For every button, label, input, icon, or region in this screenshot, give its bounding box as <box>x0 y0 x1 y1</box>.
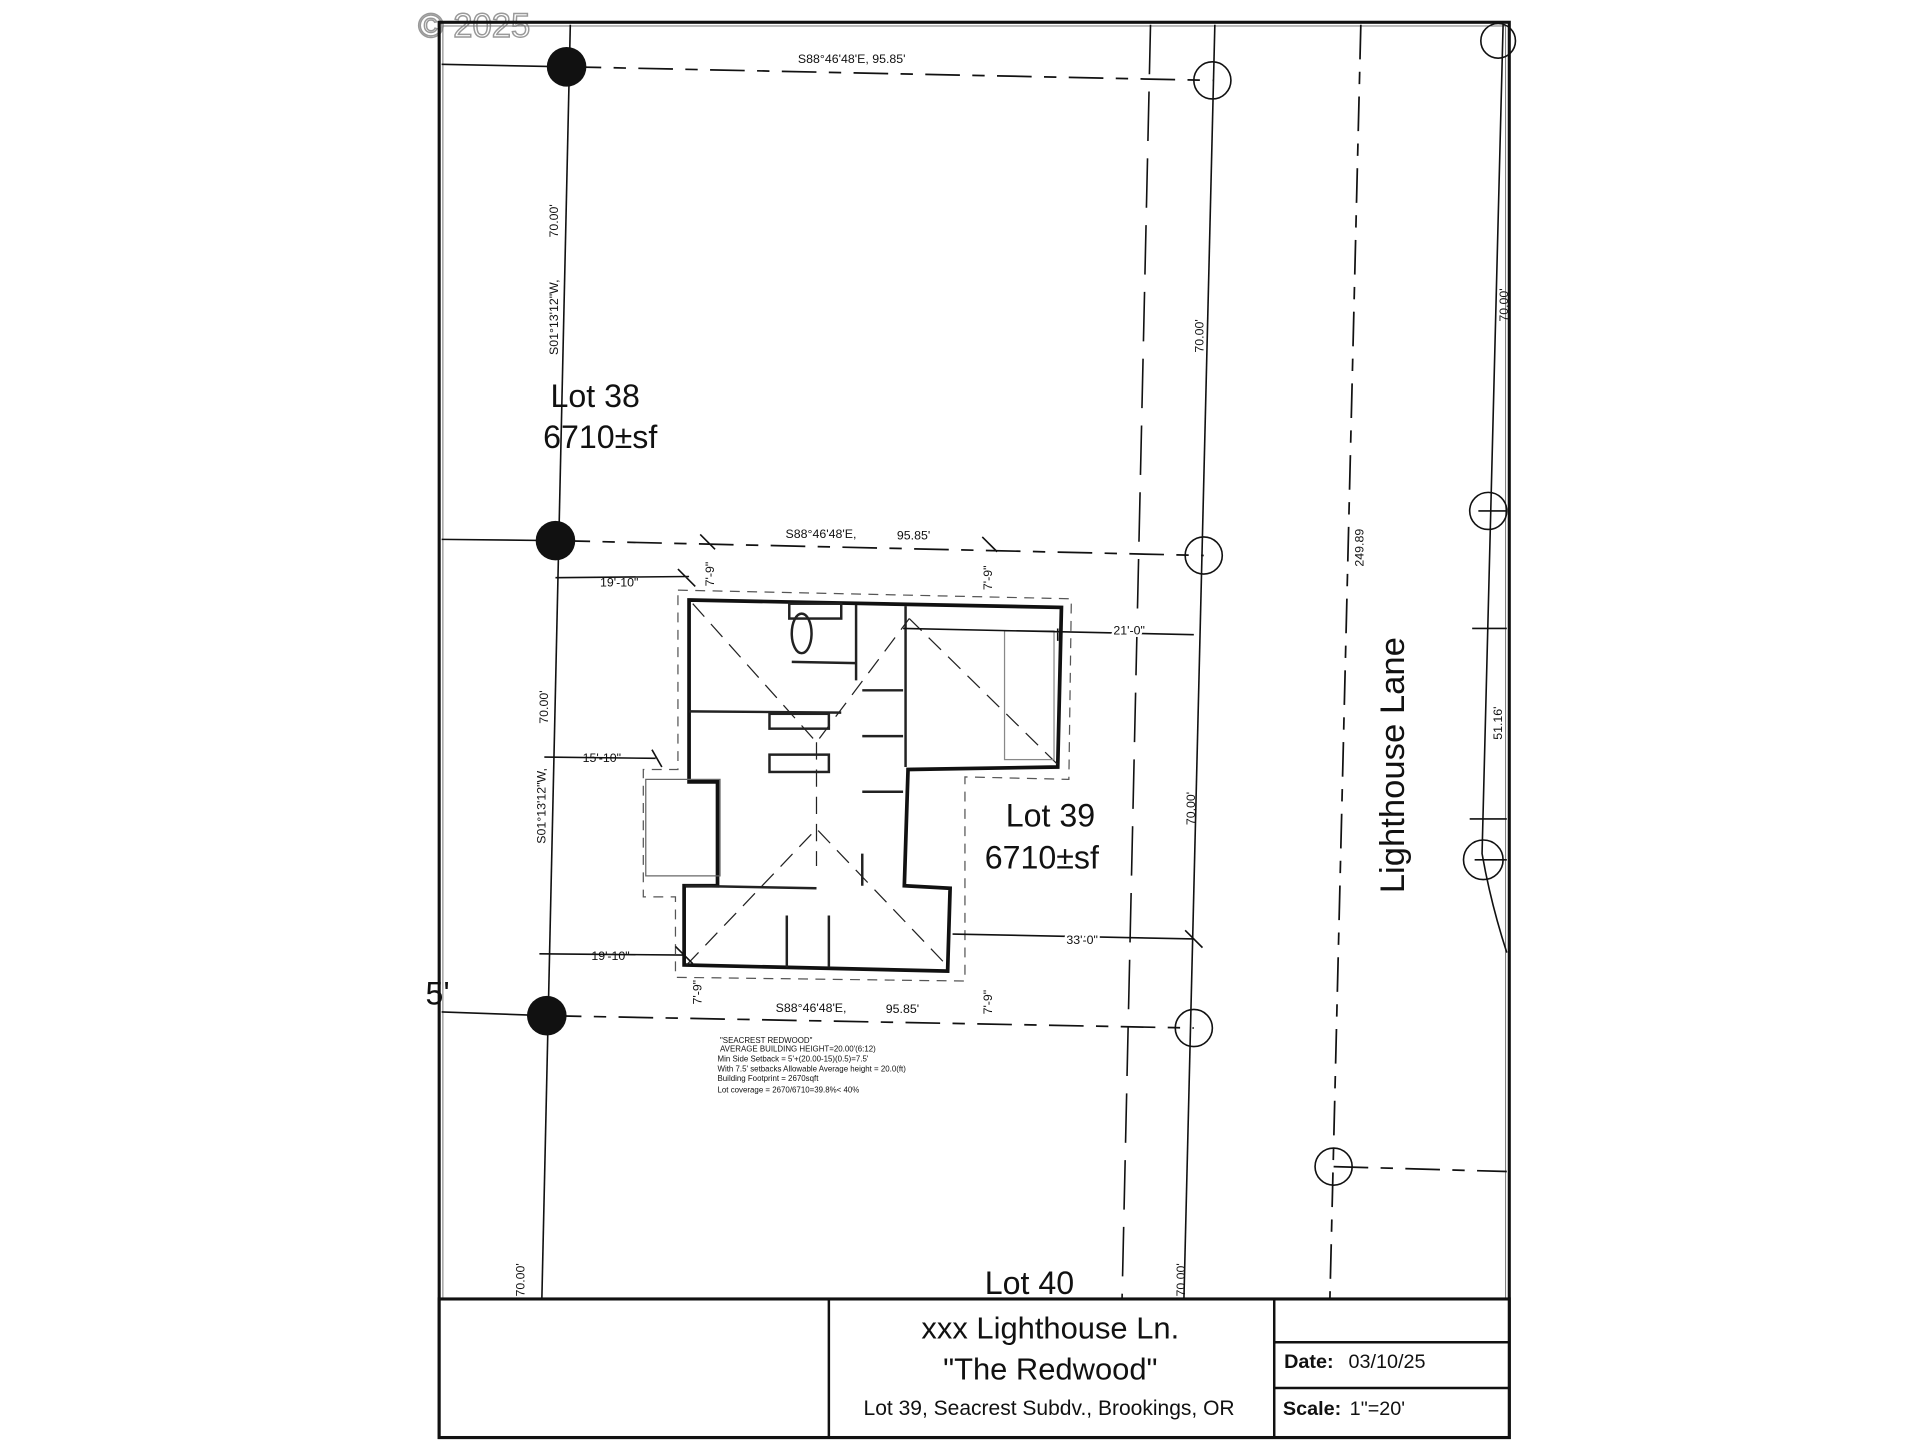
set-monument-icon <box>1468 491 1508 531</box>
date-label: Date: <box>1284 1351 1333 1373</box>
date-value: 03/10/25 <box>1348 1351 1425 1373</box>
road-distance: 249.89 <box>1352 529 1366 567</box>
west-upper-bearing: S01°13'12"W, <box>547 279 561 355</box>
mid-line-bearing: S88°46'48'E, <box>786 527 857 541</box>
found-monument-icon <box>535 520 576 561</box>
street-name: Lighthouse Lane <box>1374 637 1412 893</box>
found-monument-icon <box>527 995 567 1036</box>
title-address: xxx Lighthouse Ln. <box>921 1311 1179 1346</box>
note-line: Min Side Setback = 5'+(20.00-15)(0.5)=7.… <box>718 1054 869 1063</box>
far-right-partial: 70.00' <box>1497 288 1511 321</box>
west-bottom-distance: 70.00' <box>514 1263 528 1296</box>
lot-38-area: 6710±sf <box>543 419 657 455</box>
zoning-notes: "SEACREST REDWOOD" AVERAGE BUILDING HEIG… <box>718 1036 907 1094</box>
set-monument-icon <box>1193 61 1232 100</box>
note-line: Lot coverage = 2670/6710=39.8%< 40% <box>718 1085 860 1094</box>
note-line: "SEACREST REDWOOD" <box>720 1036 813 1045</box>
note-line: With 7.5' setbacks Allowable Average hei… <box>718 1064 907 1073</box>
edge-partial-label: 5' <box>426 976 450 1012</box>
survey-monuments <box>527 22 1517 1186</box>
title-block: xxx Lighthouse Ln. "The Redwood" Lot 39,… <box>437 1297 1511 1440</box>
setback-bottom-left: 19'-10" <box>591 949 629 963</box>
dimension-lines <box>539 533 1204 965</box>
top-line-bearing: S88°46'48'E, 95.85' <box>798 52 906 66</box>
lot-39-name: Lot 39 <box>1006 797 1095 833</box>
set-monument-icon <box>1462 839 1504 881</box>
west-mid-distance: 70.00' <box>537 690 551 723</box>
set-monument-icon <box>1314 1147 1353 1186</box>
sheet-inner-border <box>442 25 1507 1435</box>
note-line: Building Footprint = 2670sqft <box>718 1074 820 1083</box>
setback-mid-left: 15'-10" <box>583 751 621 765</box>
set-monument-icon <box>1174 1008 1214 1048</box>
side-setback-bl: 7'-9" <box>690 980 704 1005</box>
scale-value: 1"=20' <box>1350 1398 1405 1420</box>
east-bottom-distance: 70.00' <box>1174 1263 1188 1296</box>
east-upper-distance: 70.00' <box>1193 319 1207 352</box>
east-mid-distance: 70.00' <box>1184 792 1198 825</box>
setback-top-left: 19'-10" <box>600 575 638 589</box>
bottom-line-bearing: S88°46'48'E, <box>776 1001 847 1015</box>
set-monument-icon <box>1480 22 1517 59</box>
mid-line-distance: 95.85' <box>897 528 930 542</box>
west-mid-bearing: S01°13'12"W, <box>535 768 549 844</box>
curve-distance: 51.16' <box>1491 706 1505 739</box>
note-line: AVERAGE BUILDING HEIGHT=20.00'(6:12) <box>720 1045 876 1054</box>
lot-38-name: Lot 38 <box>551 378 640 414</box>
side-setback-br: 7'-9" <box>981 990 995 1015</box>
title-location: Lot 39, Seacrest Subdv., Brookings, OR <box>864 1397 1235 1420</box>
setback-top-right: 21'-0" <box>1113 624 1144 638</box>
side-setback-tl: 7'-9" <box>703 562 717 587</box>
found-monument-icon <box>546 47 587 87</box>
side-setback-tr: 7'-9" <box>981 565 995 590</box>
title-model: "The Redwood" <box>943 1351 1157 1386</box>
set-monument-icon <box>1184 536 1224 575</box>
lot-40-name: Lot 40 <box>985 1265 1074 1301</box>
west-upper-distance: 70.00' <box>547 204 561 237</box>
setback-bottom-right: 33'-0" <box>1066 933 1097 947</box>
scale-label: Scale: <box>1283 1398 1341 1420</box>
sheet-border <box>437 20 1511 1440</box>
bottom-line-distance: 95.85' <box>886 1002 919 1016</box>
lot-39-area: 6710±sf <box>985 839 1099 875</box>
lot-lines <box>441 24 1508 1299</box>
building-footprint <box>642 589 1072 982</box>
